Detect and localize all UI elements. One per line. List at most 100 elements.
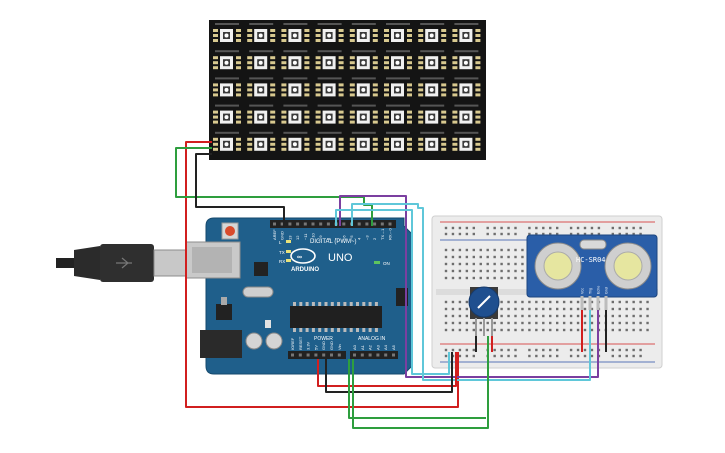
pin-label: GND <box>321 341 326 350</box>
led-on <box>374 261 380 264</box>
matrix-pixel <box>384 77 412 97</box>
wire-black-gnd[interactable] <box>325 352 453 393</box>
sensor-receiver-mesh <box>613 251 643 281</box>
pin-label: ~9 <box>318 235 323 240</box>
pin-label: A5 <box>391 344 396 350</box>
pin-label: GND <box>329 341 334 350</box>
matrix-pixel <box>418 23 447 42</box>
pin-label: A3 <box>375 344 380 350</box>
voltage-regulator <box>216 304 232 320</box>
capacitor-1 <box>245 332 263 350</box>
wire-black-matrix-ground[interactable] <box>195 153 285 226</box>
capacitor-3 <box>265 320 271 328</box>
matrix-pixel <box>281 77 310 97</box>
pin-label: A2 <box>368 344 373 350</box>
tx-label: TX <box>279 250 285 255</box>
pin-label: 7 <box>334 237 339 240</box>
usb-cable-wire <box>56 258 74 268</box>
matrix-pixel <box>349 50 378 70</box>
wire-red-matrix-power[interactable] <box>185 141 459 408</box>
pin-label: A4 <box>383 344 388 350</box>
matrix-pixel <box>418 104 447 124</box>
wire-cyan-rail[interactable] <box>335 209 450 375</box>
matrix-pixel <box>315 23 344 42</box>
power-jack <box>200 330 242 358</box>
usb-cable-plug-metal <box>153 249 187 277</box>
sensor-crystal <box>579 239 607 250</box>
matrix-pixel <box>384 50 412 70</box>
matrix-pixel <box>315 131 344 151</box>
reset-button-cap[interactable] <box>225 226 235 236</box>
matrix-pixel <box>418 131 447 151</box>
usb-jack-inner <box>192 247 232 273</box>
matrix-pixel <box>281 131 310 151</box>
pin-label: TX→1 <box>380 228 385 240</box>
pin-label: ~11 <box>303 233 308 240</box>
usb-cable-icon[interactable] <box>56 244 187 282</box>
analog-label: ANALOG IN <box>358 336 386 342</box>
digital-header <box>270 220 396 228</box>
pin-label: ~3 <box>364 235 369 240</box>
sensor-pin-label: Vcc <box>581 288 585 294</box>
matrix-pixel <box>213 50 241 70</box>
led-rx <box>286 259 291 262</box>
matrix-pixel <box>213 104 241 124</box>
usb-chip <box>254 262 268 276</box>
pin-label: IOREF <box>290 337 295 350</box>
usb-cable-strain-relief <box>74 246 100 280</box>
matrix-pixel <box>418 77 447 97</box>
matrix-pixel <box>349 131 378 151</box>
rx-label: RX <box>279 259 285 264</box>
matrix-pixel <box>281 23 310 42</box>
pin-label: A1 <box>360 344 365 350</box>
wire-green-pot-loop[interactable] <box>348 359 486 419</box>
digital-label: DIGITAL (PWM~) <box>310 239 357 245</box>
wire-red-5v[interactable] <box>317 352 457 387</box>
wire-green-pot-signal[interactable] <box>352 336 489 429</box>
wire-cyan-sensor-trig[interactable] <box>351 203 591 381</box>
pin-label: A0 <box>352 344 357 350</box>
pin-label: GND <box>280 231 285 240</box>
matrix-pixel <box>452 131 481 151</box>
capacitor-2 <box>265 332 283 350</box>
model-label: UNO <box>328 252 353 264</box>
matrix-pixel <box>452 104 481 124</box>
matrix-pixel <box>213 131 241 151</box>
matrix-pixel <box>247 77 276 97</box>
pin-label: RESET <box>298 336 303 350</box>
brand-label: ARDUINO <box>291 267 319 273</box>
led-tx <box>286 250 291 253</box>
pin-label: 2 <box>372 237 377 240</box>
analog-header <box>350 351 398 359</box>
wire-purple-sensor-echo[interactable] <box>339 195 599 378</box>
svg-text:∞: ∞ <box>297 254 302 261</box>
matrix-pixel <box>247 50 276 70</box>
led-matrix[interactable] <box>209 20 486 160</box>
crystal <box>242 286 274 298</box>
matrix-pixel <box>349 104 378 124</box>
matrix-pixel <box>213 23 241 42</box>
sensor-transmitter-mesh <box>543 251 573 281</box>
matrix-pixel <box>247 23 276 42</box>
matrix-pixel <box>281 50 310 70</box>
pin-label: 4 <box>357 237 362 240</box>
matrix-pixel <box>281 104 310 124</box>
matrix-pixel <box>452 77 481 97</box>
matrix-pixel <box>384 131 412 151</box>
pin-label: ~10 <box>311 232 316 240</box>
matrix-pixel <box>452 23 481 42</box>
matrix-pixel <box>315 104 344 124</box>
matrix-pixel <box>315 77 344 97</box>
potentiometer-icon[interactable] <box>468 286 500 336</box>
power-label: POWER <box>314 336 333 342</box>
pin-label: Vin <box>337 344 342 350</box>
arduino-logo-icon: ∞ <box>290 248 316 264</box>
usb-symbol-icon <box>116 257 132 269</box>
pin-label: 5V <box>313 345 318 350</box>
pin-label: AREF <box>272 229 277 240</box>
matrix-pixel <box>349 23 378 42</box>
pin-label: RX←0 <box>388 227 393 240</box>
